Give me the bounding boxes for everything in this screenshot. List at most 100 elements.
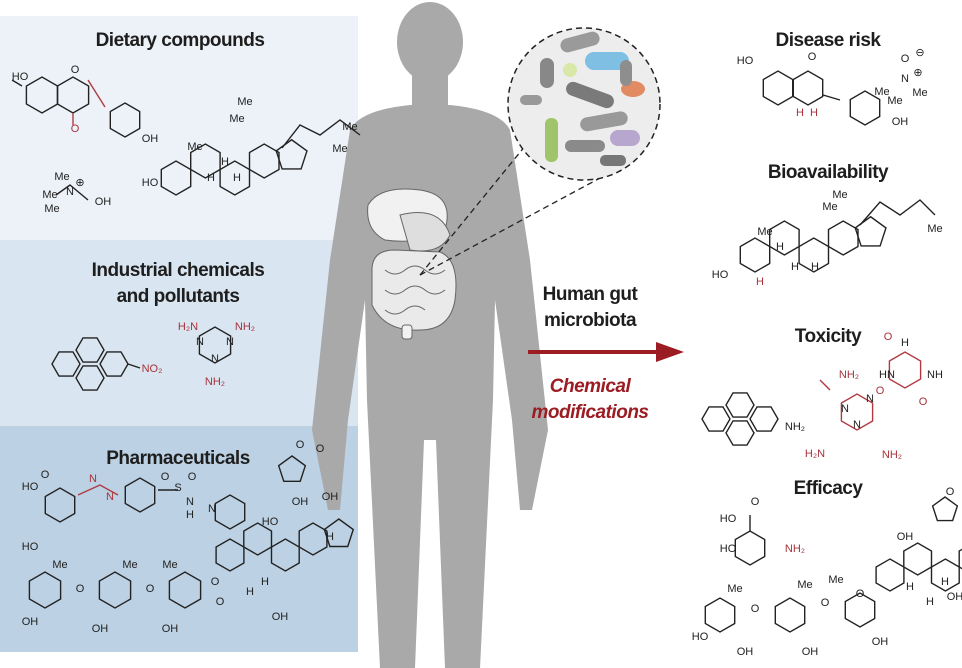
atom-label: NO₂ [142, 363, 163, 375]
atom-label: H [906, 581, 914, 593]
atom-label: H [791, 261, 799, 273]
ring-bond [739, 237, 771, 273]
industrial-panel [0, 240, 358, 426]
atom-label: O [751, 603, 760, 615]
chain-bond [819, 379, 831, 391]
industrial-title: and pollutants [117, 286, 240, 307]
atom-label: H₂N [178, 321, 198, 333]
atom-label: Me [187, 141, 202, 153]
atom-label: O [884, 331, 893, 343]
atom-label: H [926, 596, 934, 608]
atom-label: Me [44, 203, 59, 215]
atom-label: H [186, 509, 194, 521]
ring-bond [198, 326, 232, 364]
ring-bond [248, 143, 280, 179]
ring-bond [931, 496, 959, 522]
atom-label: N [208, 503, 216, 515]
chain-bond [77, 484, 119, 496]
ring-bond [854, 215, 887, 247]
pharma-panel [0, 426, 358, 652]
atom-label: N [211, 353, 219, 365]
ring-bond [704, 597, 736, 633]
atom-label: O [161, 471, 170, 483]
atom-label: N [106, 491, 114, 503]
ring-bond [958, 548, 962, 570]
atom-label: OH [142, 133, 159, 145]
bioavailability-title: Bioavailability [768, 162, 889, 183]
ring-bond [725, 392, 755, 418]
atom-label: NH₂ [882, 449, 902, 461]
chain-bond [281, 119, 361, 149]
atom-label: OH [292, 496, 309, 508]
atom-label: H [901, 337, 909, 349]
atom-label: N [66, 186, 74, 198]
atom-label: N [226, 336, 234, 348]
atom-label: OH [92, 623, 109, 635]
ring-bond [109, 102, 141, 138]
arrow-head-icon [656, 342, 684, 362]
ring-bond [323, 518, 355, 548]
atom-label: HO [22, 541, 39, 553]
ring-bond [298, 522, 328, 556]
modifications-label: modifications [531, 402, 648, 423]
atom-label: O [808, 51, 817, 63]
atom-label: N [841, 403, 849, 415]
atom-label: NH₂ [205, 376, 225, 388]
atom-label: HO [142, 177, 159, 189]
ring-bond [701, 406, 731, 432]
atom-label: NH₂ [235, 321, 255, 333]
atom-label: Me [832, 189, 847, 201]
chain-bond [127, 363, 141, 369]
atom-label: NH₂ [785, 543, 805, 555]
atom-label: O [296, 439, 305, 451]
atom-label: OH [22, 616, 39, 628]
chain-bond [11, 79, 23, 87]
atom-label: NH₂ [785, 421, 805, 433]
chain-bond [859, 199, 936, 226]
industrial-title: Industrial chemicals [92, 260, 265, 281]
atom-label: Me [874, 86, 889, 98]
atom-label: Me [912, 87, 927, 99]
zoom-line [419, 139, 531, 276]
bacteria-icons [520, 31, 645, 166]
atom-label: OH [322, 491, 339, 503]
ring-bond [840, 393, 874, 431]
atom-label: H [326, 531, 334, 543]
ring-bond [75, 337, 105, 363]
atom-label: O [821, 597, 830, 609]
ring-bond [44, 487, 76, 523]
ring-bond [849, 90, 881, 126]
atom-label: NH₂ [839, 369, 859, 381]
modifications-label: Chemical [550, 376, 632, 397]
ring-bond [875, 558, 905, 592]
ring-bond [844, 592, 876, 628]
atom-label: Me [122, 559, 137, 571]
atom-label: HO [262, 516, 279, 528]
atom-label: Me [727, 583, 742, 595]
atom-label: Me [828, 574, 843, 586]
atom-label: H [221, 156, 229, 168]
atom-label: O [146, 583, 155, 595]
zoom-line [419, 177, 601, 276]
atom-label: N [186, 496, 194, 508]
atom-label: H [811, 261, 819, 273]
ring-bond [214, 494, 246, 530]
atom-label: HO [720, 543, 737, 555]
atom-label: Me [887, 95, 902, 107]
ring-bond [98, 571, 132, 609]
atom-label: Me [927, 223, 942, 235]
atom-label: ⊖ [915, 47, 924, 59]
ring-bond [168, 571, 202, 609]
gut-organs [367, 188, 457, 340]
atom-label: OH [947, 591, 962, 603]
efficacy-title: Efficacy [794, 478, 864, 499]
atom-label: Me [757, 226, 772, 238]
ring-bond [725, 420, 755, 446]
atom-label: O [856, 588, 865, 600]
atom-label: Me [54, 171, 69, 183]
atom-label: N [866, 393, 874, 405]
atom-label: O [216, 596, 225, 608]
atom-label: O [901, 53, 910, 65]
atom-label: Me [797, 579, 812, 591]
